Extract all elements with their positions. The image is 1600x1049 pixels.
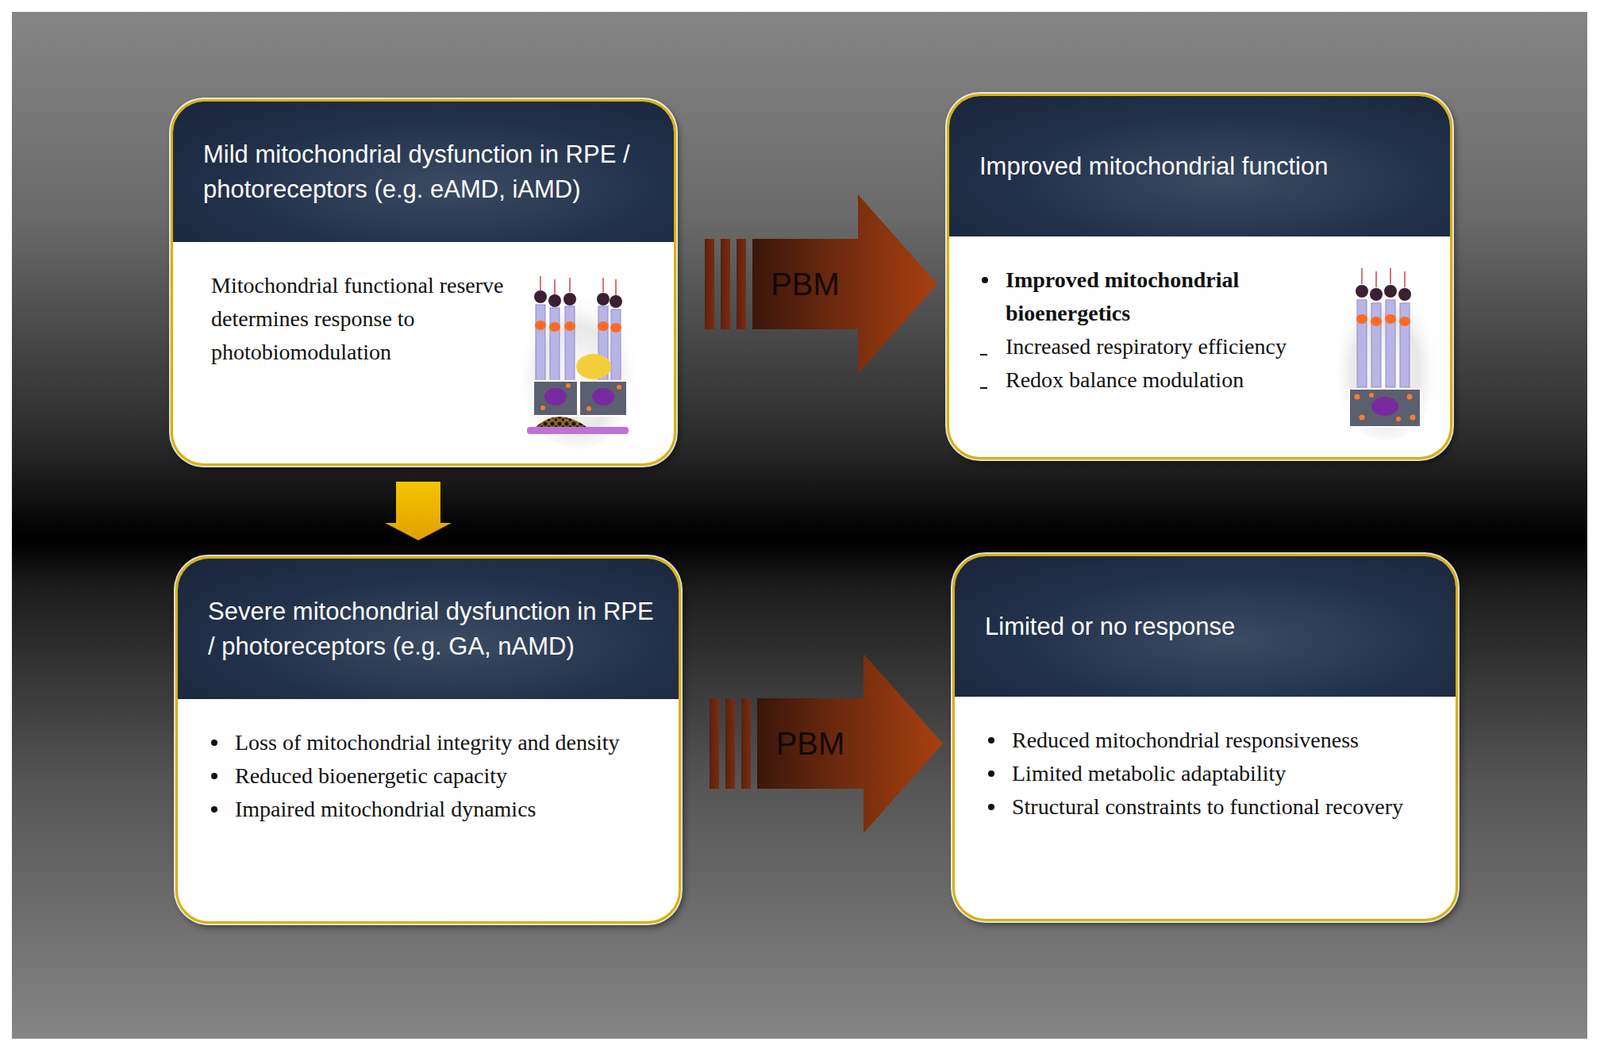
arrow-body xyxy=(384,481,452,541)
list-item: Increased respiratory efficiency xyxy=(1005,330,1324,364)
retina-illustration-improved xyxy=(1330,265,1442,441)
arrow-tail-bar xyxy=(720,238,731,330)
arrow-tail-bar xyxy=(709,698,720,789)
list-item: Structural constraints to functional rec… xyxy=(1011,790,1440,824)
panel-box: Limited or no responseReduced mitochondr… xyxy=(952,553,1458,922)
panel-body: Reduced mitochondrial responsivenessLimi… xyxy=(954,696,1456,843)
list-item: Limited metabolic adaptability xyxy=(1011,757,1440,791)
panel-header: Limited or no response xyxy=(954,556,1456,697)
arrow-body xyxy=(752,194,938,374)
list-item: Redox balance modulation xyxy=(1005,363,1324,397)
arrow-tail-bar xyxy=(736,238,747,330)
panel-heading: Severe mitochondrial dysfunction in RPE … xyxy=(207,594,655,665)
panel-body: Loss of mitochondrial integrity and dens… xyxy=(177,699,679,846)
block-arrow xyxy=(704,194,938,374)
list-item: Reduced mitochondrial responsiveness xyxy=(1011,723,1440,758)
list-item: Improved mitochondrial bioenergetics xyxy=(1005,263,1324,331)
arrow-body xyxy=(757,653,943,834)
panel-header: Mild mitochondrial dysfunction in RPE / … xyxy=(173,101,674,243)
arrow-tail-bar xyxy=(741,698,751,789)
arrow-tail-bar xyxy=(725,698,735,789)
panel-box: Improved mitochondrial functionImproved … xyxy=(946,93,1453,460)
list-item: Impaired mitochondrial dynamics xyxy=(234,792,663,827)
list-item: Loss of mitochondrial integrity and dens… xyxy=(234,726,663,760)
panel-header: Severe mitochondrial dysfunction in RPE … xyxy=(177,558,679,700)
panel-box: Mild mitochondrial dysfunction in RPE / … xyxy=(170,99,677,466)
panel-body: Mitochondrial functional reserve determi… xyxy=(173,242,674,389)
list-item: Reduced bioenergetic capacity xyxy=(234,759,663,793)
arrow-tail-bar xyxy=(704,238,715,330)
panel-body: Improved mitochondrial bioenergeticsIncr… xyxy=(949,236,1450,416)
block-arrow xyxy=(709,653,943,834)
panel-header: Improved mitochondrial function xyxy=(949,96,1450,237)
arrow-label: PBM xyxy=(770,265,840,303)
panel-heading: Limited or no response xyxy=(984,609,1235,645)
body-text: Mitochondrial functional reserve determi… xyxy=(211,269,521,370)
panel-heading: Improved mitochondrial function xyxy=(979,149,1328,185)
retina-illustration-mild xyxy=(514,273,642,449)
panel-box: Severe mitochondrial dysfunction in RPE … xyxy=(175,556,681,924)
panel-heading: Mild mitochondrial dysfunction in RPE / … xyxy=(203,137,650,208)
down-arrow xyxy=(384,481,452,541)
arrow-label: PBM xyxy=(776,725,846,762)
